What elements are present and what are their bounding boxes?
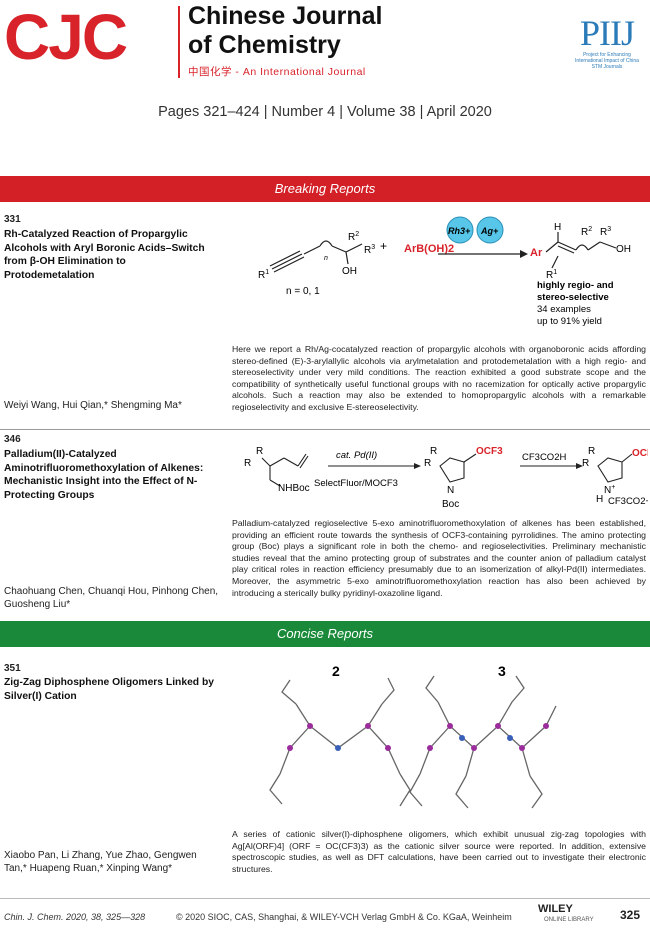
scheme-result-2: stereo-selective [537, 292, 609, 303]
scheme-ocf3: OCF3 [476, 446, 503, 457]
svg-text:R3: R3 [364, 244, 375, 256]
article-authors: Xiaobo Pan, Li Zhang, Yue Zhao, Gengwen … [4, 850, 197, 874]
footer-divider [0, 898, 650, 899]
svg-text:+: + [380, 239, 387, 253]
scheme-result-1: highly regio- and [537, 280, 614, 291]
journal-subtitle: 中国化学 - An International Journal [188, 66, 366, 78]
section-band-concise: Concise Reports [0, 621, 650, 647]
pij-logo: PIIJ Project for Enhancing International… [570, 14, 644, 70]
svg-text:R: R [588, 446, 595, 457]
article-title[interactable]: Rh-Catalyzed Reaction of Propargylic Alc… [4, 229, 205, 281]
reaction-scheme-1: R1 n R2 R3 OH n = 0, 1 + ArB(OH)2 Rh3+ A… [258, 216, 631, 327]
svg-text:OCF3: OCF3 [632, 448, 648, 461]
svg-text:n: n [324, 255, 328, 262]
article-page-number[interactable]: 331 [4, 214, 21, 225]
svg-text:N+: N+ [604, 484, 615, 496]
journal-name: Chinese Journal of Chemistry [188, 2, 383, 60]
article-authors: Weiyi Wang, Hui Qian,* Shengming Ma* [4, 400, 182, 411]
article-page-number[interactable]: 351 [4, 663, 21, 674]
article-abstract: Palladium-catalyzed regioselective 5-exo… [232, 518, 646, 598]
pij-mark: PIIJ [579, 13, 635, 53]
scheme-n-label: n = 0, 1 [286, 286, 320, 297]
svg-text:R: R [256, 446, 263, 457]
cat-rh: Rh3+ [448, 226, 471, 236]
wiley-logo-sub: ONLINE LIBRARY [544, 917, 594, 923]
page-number: 325 [620, 908, 641, 922]
footer-citation: Chin. J. Chem. 2020, 38, 325—328 [4, 912, 146, 922]
scheme-cond2: CF3CO2H [522, 452, 566, 463]
scheme-nhboc: NHBoc [278, 483, 310, 494]
journal-logo: CJC [4, 1, 128, 73]
svg-text:R2: R2 [581, 226, 592, 238]
svg-text:R: R [424, 458, 431, 469]
scheme-result-3: 34 examples [537, 304, 591, 315]
article-page-number[interactable]: 346 [4, 434, 21, 445]
scheme-counter: CF3CO2− [608, 496, 648, 507]
svg-text:N: N [447, 485, 454, 496]
structure-label-2: 2 [332, 663, 340, 679]
issue-line: Pages 321–424 | Number 4 | Volume 38 | A… [158, 104, 492, 120]
svg-text:H: H [596, 494, 603, 505]
article-abstract: Here we report a Rh/Ag-cocatalyzed react… [232, 344, 646, 412]
article-title[interactable]: Zig-Zag Diphosphene Oligomers Linked by … [4, 677, 214, 702]
structure-label-3: 3 [498, 663, 506, 679]
svg-text:R3: R3 [600, 226, 611, 238]
svg-text:OH: OH [616, 244, 631, 255]
article-title[interactable]: Palladium(II)-Catalyzed Aminotrifluorome… [4, 449, 204, 501]
scheme-cond-top: cat. Pd(II) [336, 450, 377, 461]
svg-text:OH: OH [342, 266, 357, 277]
article-authors: Chaohuang Chen, Chuanqi Hou, Pinhong Che… [4, 586, 219, 610]
logo-divider [178, 6, 180, 78]
wiley-logo: WILEY [538, 903, 573, 915]
article-divider [0, 429, 650, 430]
pij-text: Project for Enhancing International Impa… [575, 52, 639, 70]
svg-text:Ar: Ar [530, 247, 543, 259]
scheme-reagent: ArB(OH)2 [404, 243, 454, 255]
scheme-boc: Boc [442, 499, 459, 510]
svg-text:R1: R1 [258, 269, 269, 281]
article-abstract: A series of cationic silver(I)-diphosphe… [232, 829, 646, 874]
journal-name-line1: Chinese Journal [188, 2, 383, 30]
section-band-breaking: Breaking Reports [0, 176, 650, 202]
scheme-cond-bottom: SelectFluor/MOCF3 [314, 478, 398, 489]
scheme-result-4: up to 91% yield [537, 316, 602, 327]
footer-copyright: © 2020 SIOC, CAS, Shanghai, & WILEY-VCH … [176, 912, 512, 922]
crystal-structures: 2 3 [269, 663, 557, 809]
svg-text:R: R [582, 458, 589, 469]
cat-ag: Ag+ [480, 226, 499, 236]
svg-text:R1: R1 [546, 269, 557, 281]
journal-name-line2: of Chemistry [188, 31, 341, 59]
svg-text:H: H [554, 222, 561, 233]
svg-text:R: R [244, 458, 251, 469]
svg-text:R2: R2 [348, 231, 359, 243]
svg-text:R: R [430, 446, 437, 457]
reaction-scheme-2: R R NHBoc cat. Pd(II) SelectFluor/MOCF3 … [244, 446, 648, 510]
